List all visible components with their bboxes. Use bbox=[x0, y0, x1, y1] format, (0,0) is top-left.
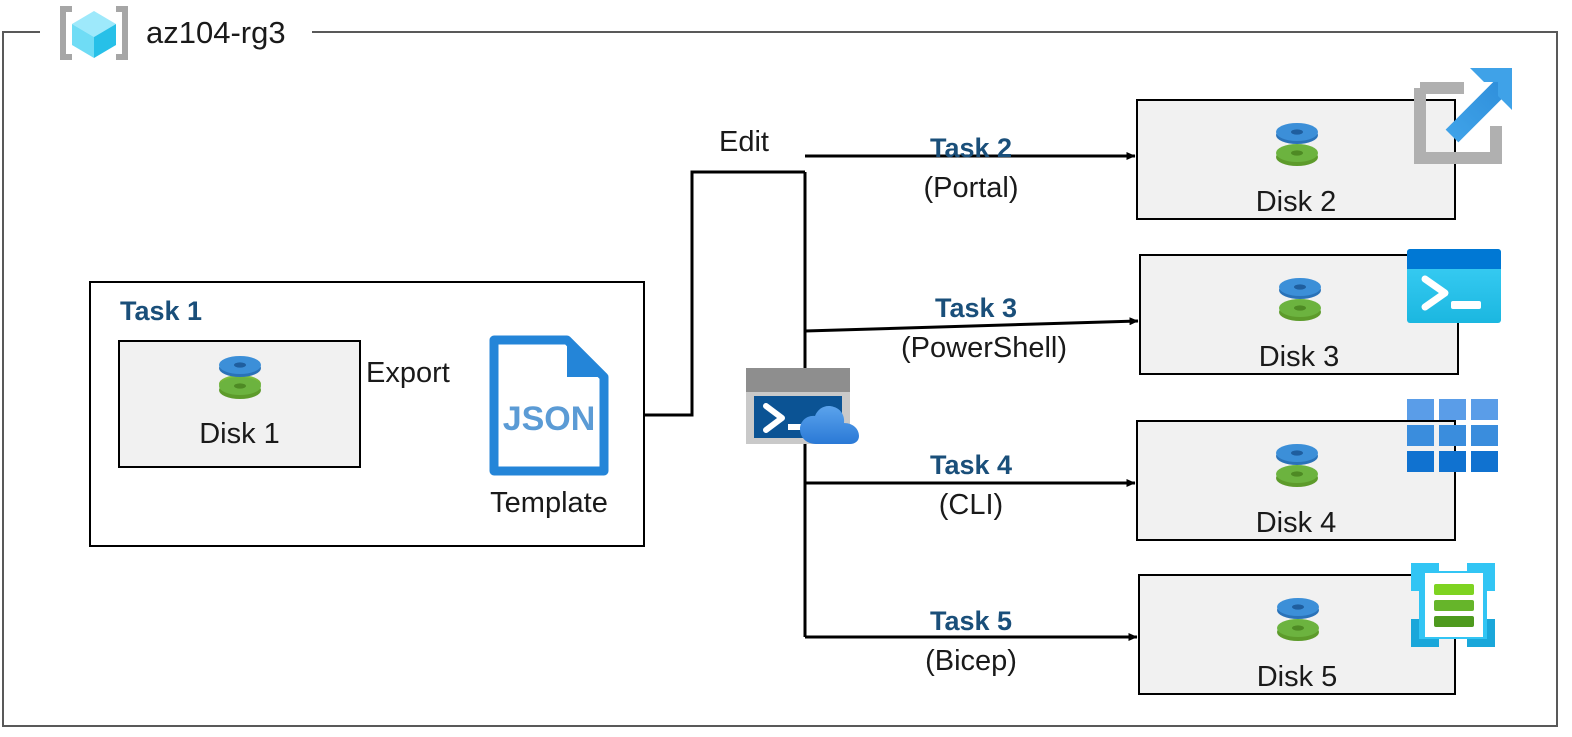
task2-name: Task 2 bbox=[929, 133, 1013, 163]
task2-tool: (Portal) bbox=[923, 172, 1019, 204]
managed-disk-icon bbox=[1269, 117, 1325, 173]
json-file-icon: JSON bbox=[489, 335, 609, 476]
task4-tool: (CLI) bbox=[938, 489, 1004, 521]
powershell-icon bbox=[1407, 249, 1501, 323]
cloud-shell-icon bbox=[744, 366, 866, 448]
task4-name: Task 4 bbox=[929, 450, 1013, 480]
task3-tool: (PowerShell) bbox=[901, 332, 1067, 364]
managed-disk-icon bbox=[1272, 272, 1328, 328]
edge-edit-label: Edit bbox=[719, 126, 769, 158]
task1-label: Task 1 bbox=[120, 296, 203, 326]
disk5-label: Disk 5 bbox=[1256, 661, 1338, 693]
resource-group-icon bbox=[48, 2, 140, 64]
disk4-box[interactable] bbox=[1136, 420, 1456, 541]
resource-group-frame bbox=[2, 31, 1558, 727]
managed-disk-icon bbox=[1269, 438, 1325, 494]
edge-export-label: Export bbox=[366, 357, 450, 389]
managed-disk-icon bbox=[212, 350, 268, 406]
disk2-label: Disk 2 bbox=[1255, 186, 1337, 218]
bicep-icon bbox=[1405, 557, 1501, 653]
azure-cli-icon bbox=[1407, 399, 1499, 473]
svg-text:JSON: JSON bbox=[503, 400, 596, 438]
disk3-label: Disk 3 bbox=[1258, 341, 1340, 373]
disk1-label: Disk 1 bbox=[199, 418, 280, 450]
task3-name: Task 3 bbox=[934, 293, 1018, 323]
resource-group-name: az104-rg3 bbox=[146, 15, 286, 50]
task5-name: Task 5 bbox=[929, 606, 1013, 636]
disk4-label: Disk 4 bbox=[1255, 507, 1337, 539]
template-label: Template bbox=[490, 487, 608, 519]
azure-portal-icon bbox=[1408, 62, 1516, 166]
managed-disk-icon bbox=[1270, 592, 1326, 648]
task5-tool: (Bicep) bbox=[925, 645, 1017, 677]
